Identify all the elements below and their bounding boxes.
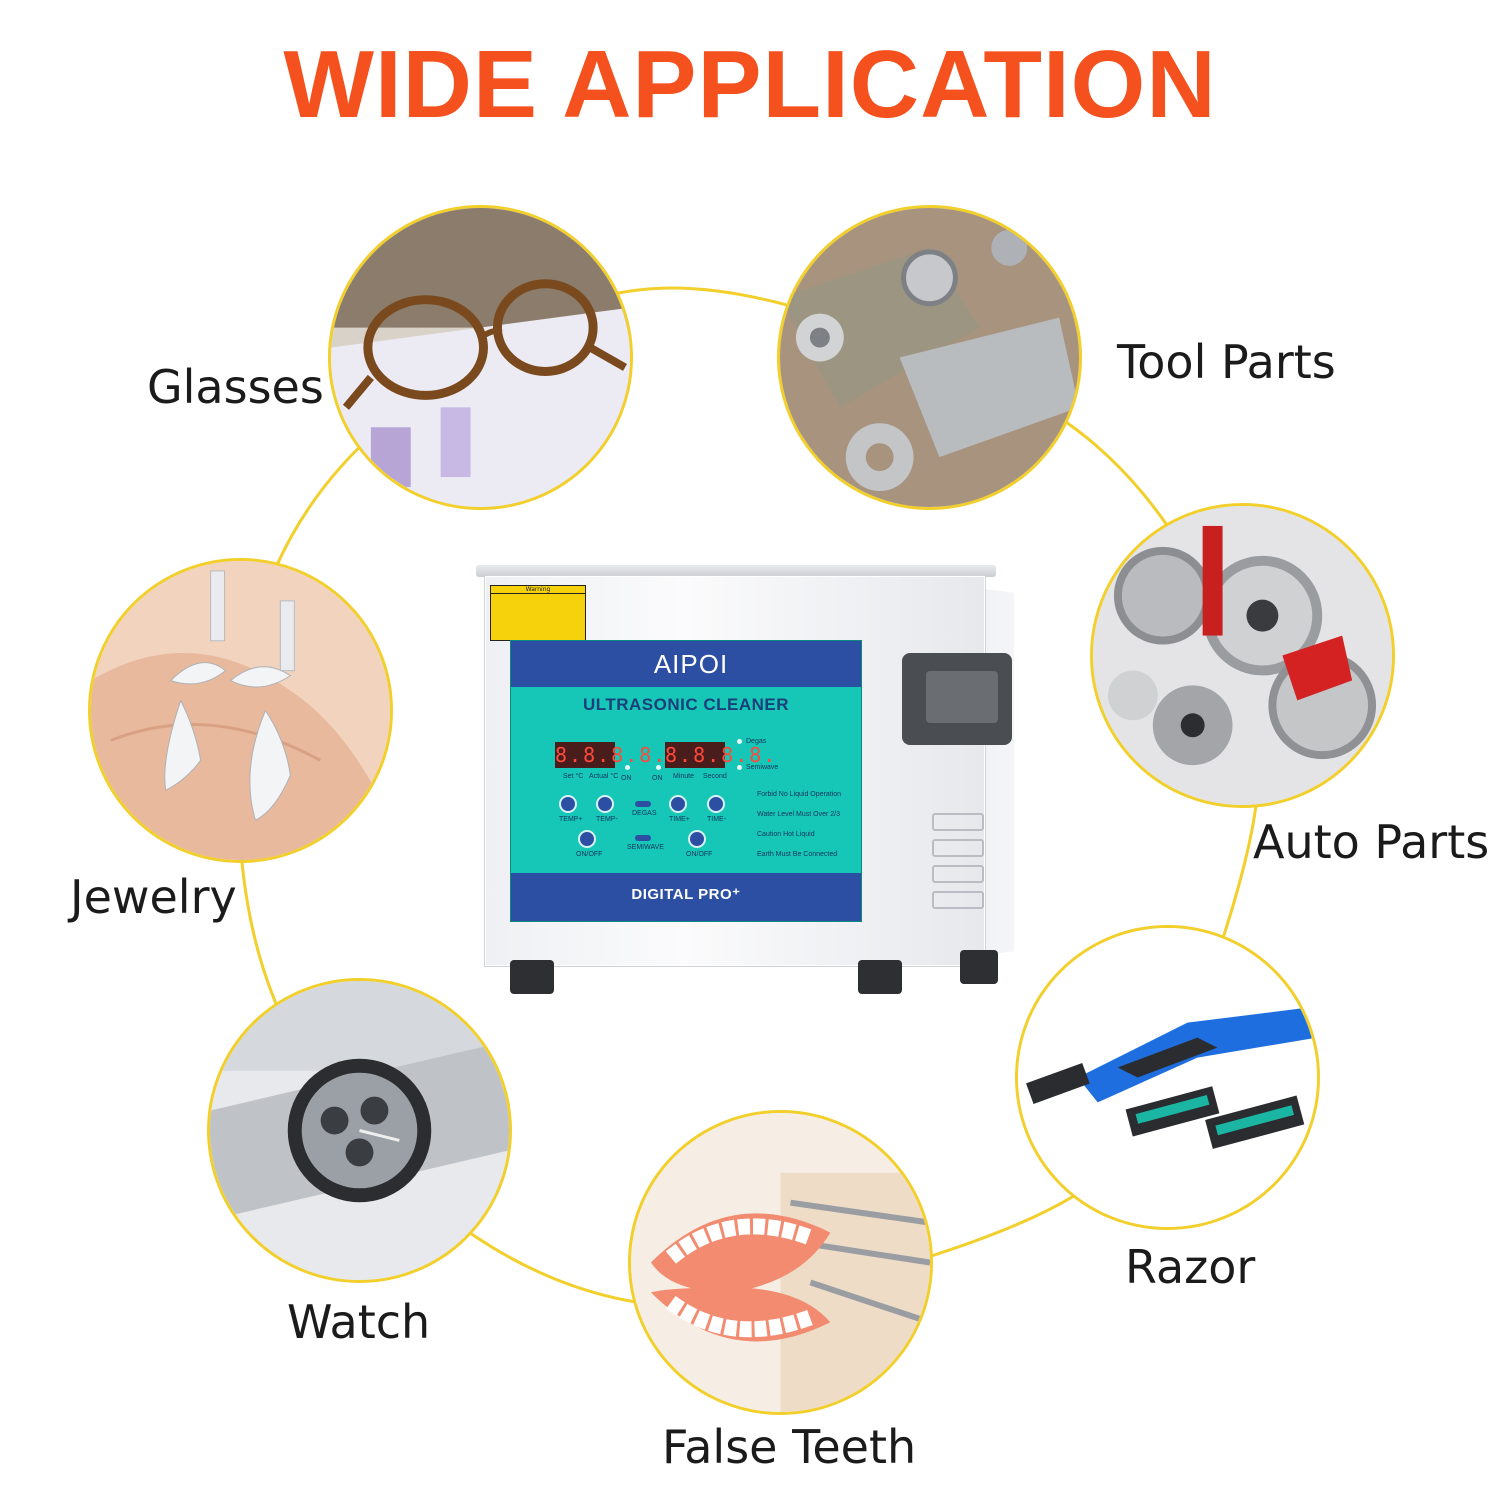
foot: [858, 960, 902, 994]
notice-water-level: Water Level Must Over 2/3: [757, 811, 840, 818]
set-temp-label: Set °C: [563, 773, 584, 780]
temp-minus-label: TEMP-: [596, 816, 618, 823]
series-name: DIGITAL PRO⁺: [631, 886, 741, 903]
label-tool-parts: Tool Parts: [1117, 335, 1336, 389]
semiwave-led: [737, 765, 742, 770]
tool-parts-photo: [777, 205, 1082, 510]
notice-hot-liquid: Caution Hot Liquid: [757, 831, 815, 838]
power-button[interactable]: [688, 830, 706, 848]
handle: [902, 653, 1012, 745]
label-glasses: Glasses: [147, 360, 324, 414]
temp-plus-label: TEMP+: [559, 816, 583, 823]
panel-bottom-band: DIGITAL PRO⁺: [511, 873, 861, 921]
semiwave-button[interactable]: [635, 835, 651, 841]
degas-indicator-label: Degas: [746, 738, 767, 745]
notice-no-liquid: Forbid No Liquid Operation: [757, 791, 842, 798]
time-plus-label: TIME+: [669, 816, 690, 823]
label-jewelry: Jewelry: [70, 870, 237, 924]
warning-title: Warning: [491, 586, 585, 594]
false-teeth-photo: [628, 1110, 933, 1415]
warning-label: Warning: [490, 585, 586, 641]
label-watch: Watch: [287, 1295, 431, 1349]
time-plus-button[interactable]: [669, 795, 687, 813]
heat-power-button[interactable]: [578, 830, 596, 848]
control-panel: AIPOI ULTRASONIC CLEANER 8.8.8.8. 8.8.8.…: [510, 640, 862, 922]
label-false-teeth: False Teeth: [662, 1420, 917, 1474]
product-name: ULTRASONIC CLEANER: [582, 695, 790, 714]
panel-top-band: [511, 641, 861, 687]
temp-plus-button[interactable]: [559, 795, 577, 813]
ultrasonic-cleaner: Warning AIPOI ULTRASONIC CLEANER 8.8.8.8…: [470, 555, 1030, 1005]
degas-led: [737, 739, 742, 744]
minute-label: Minute: [673, 773, 695, 780]
time-display: 8.8.8.8.: [665, 742, 778, 768]
temperature-display: 8.8.8.8.: [555, 742, 668, 768]
timer-led: [656, 765, 661, 770]
degas-button-label: DEGAS: [632, 810, 657, 817]
razor-photo: [1015, 925, 1320, 1230]
vent-slot: [932, 813, 984, 831]
cleaner-lid: [476, 565, 996, 577]
label-razor: Razor: [1125, 1240, 1256, 1294]
power-label: ON/OFF: [686, 851, 713, 858]
degas-button[interactable]: [635, 801, 651, 807]
watch-photo: [207, 978, 512, 1283]
jewelry-photo: [88, 558, 393, 863]
semiwave-indicator-label: Semiwave: [746, 764, 779, 771]
time-minus-label: TIME-: [707, 816, 727, 823]
label-auto-parts: Auto Parts: [1253, 815, 1490, 869]
foot: [510, 960, 554, 994]
vent-slot: [932, 865, 984, 883]
vent-slot: [932, 839, 984, 857]
heat-led: [625, 765, 630, 770]
heat-power-label: ON/OFF: [576, 851, 603, 858]
auto-parts-photo: [1090, 503, 1395, 808]
glasses-photo: [328, 205, 633, 510]
vent-slot: [932, 891, 984, 909]
actual-temp-label: Actual °C: [589, 773, 619, 780]
time-minus-button[interactable]: [707, 795, 725, 813]
headline: WIDE APPLICATION: [283, 31, 1217, 138]
heat-on-label: ON: [621, 775, 632, 782]
temp-minus-button[interactable]: [596, 795, 614, 813]
brand-logo: AIPOI: [653, 649, 729, 679]
notice-earth: Earth Must Be Connected: [757, 851, 838, 858]
foot: [960, 950, 998, 984]
second-label: Second: [703, 773, 727, 780]
semiwave-button-label: SEMIWAVE: [627, 844, 664, 851]
timer-on-label: ON: [652, 775, 663, 782]
